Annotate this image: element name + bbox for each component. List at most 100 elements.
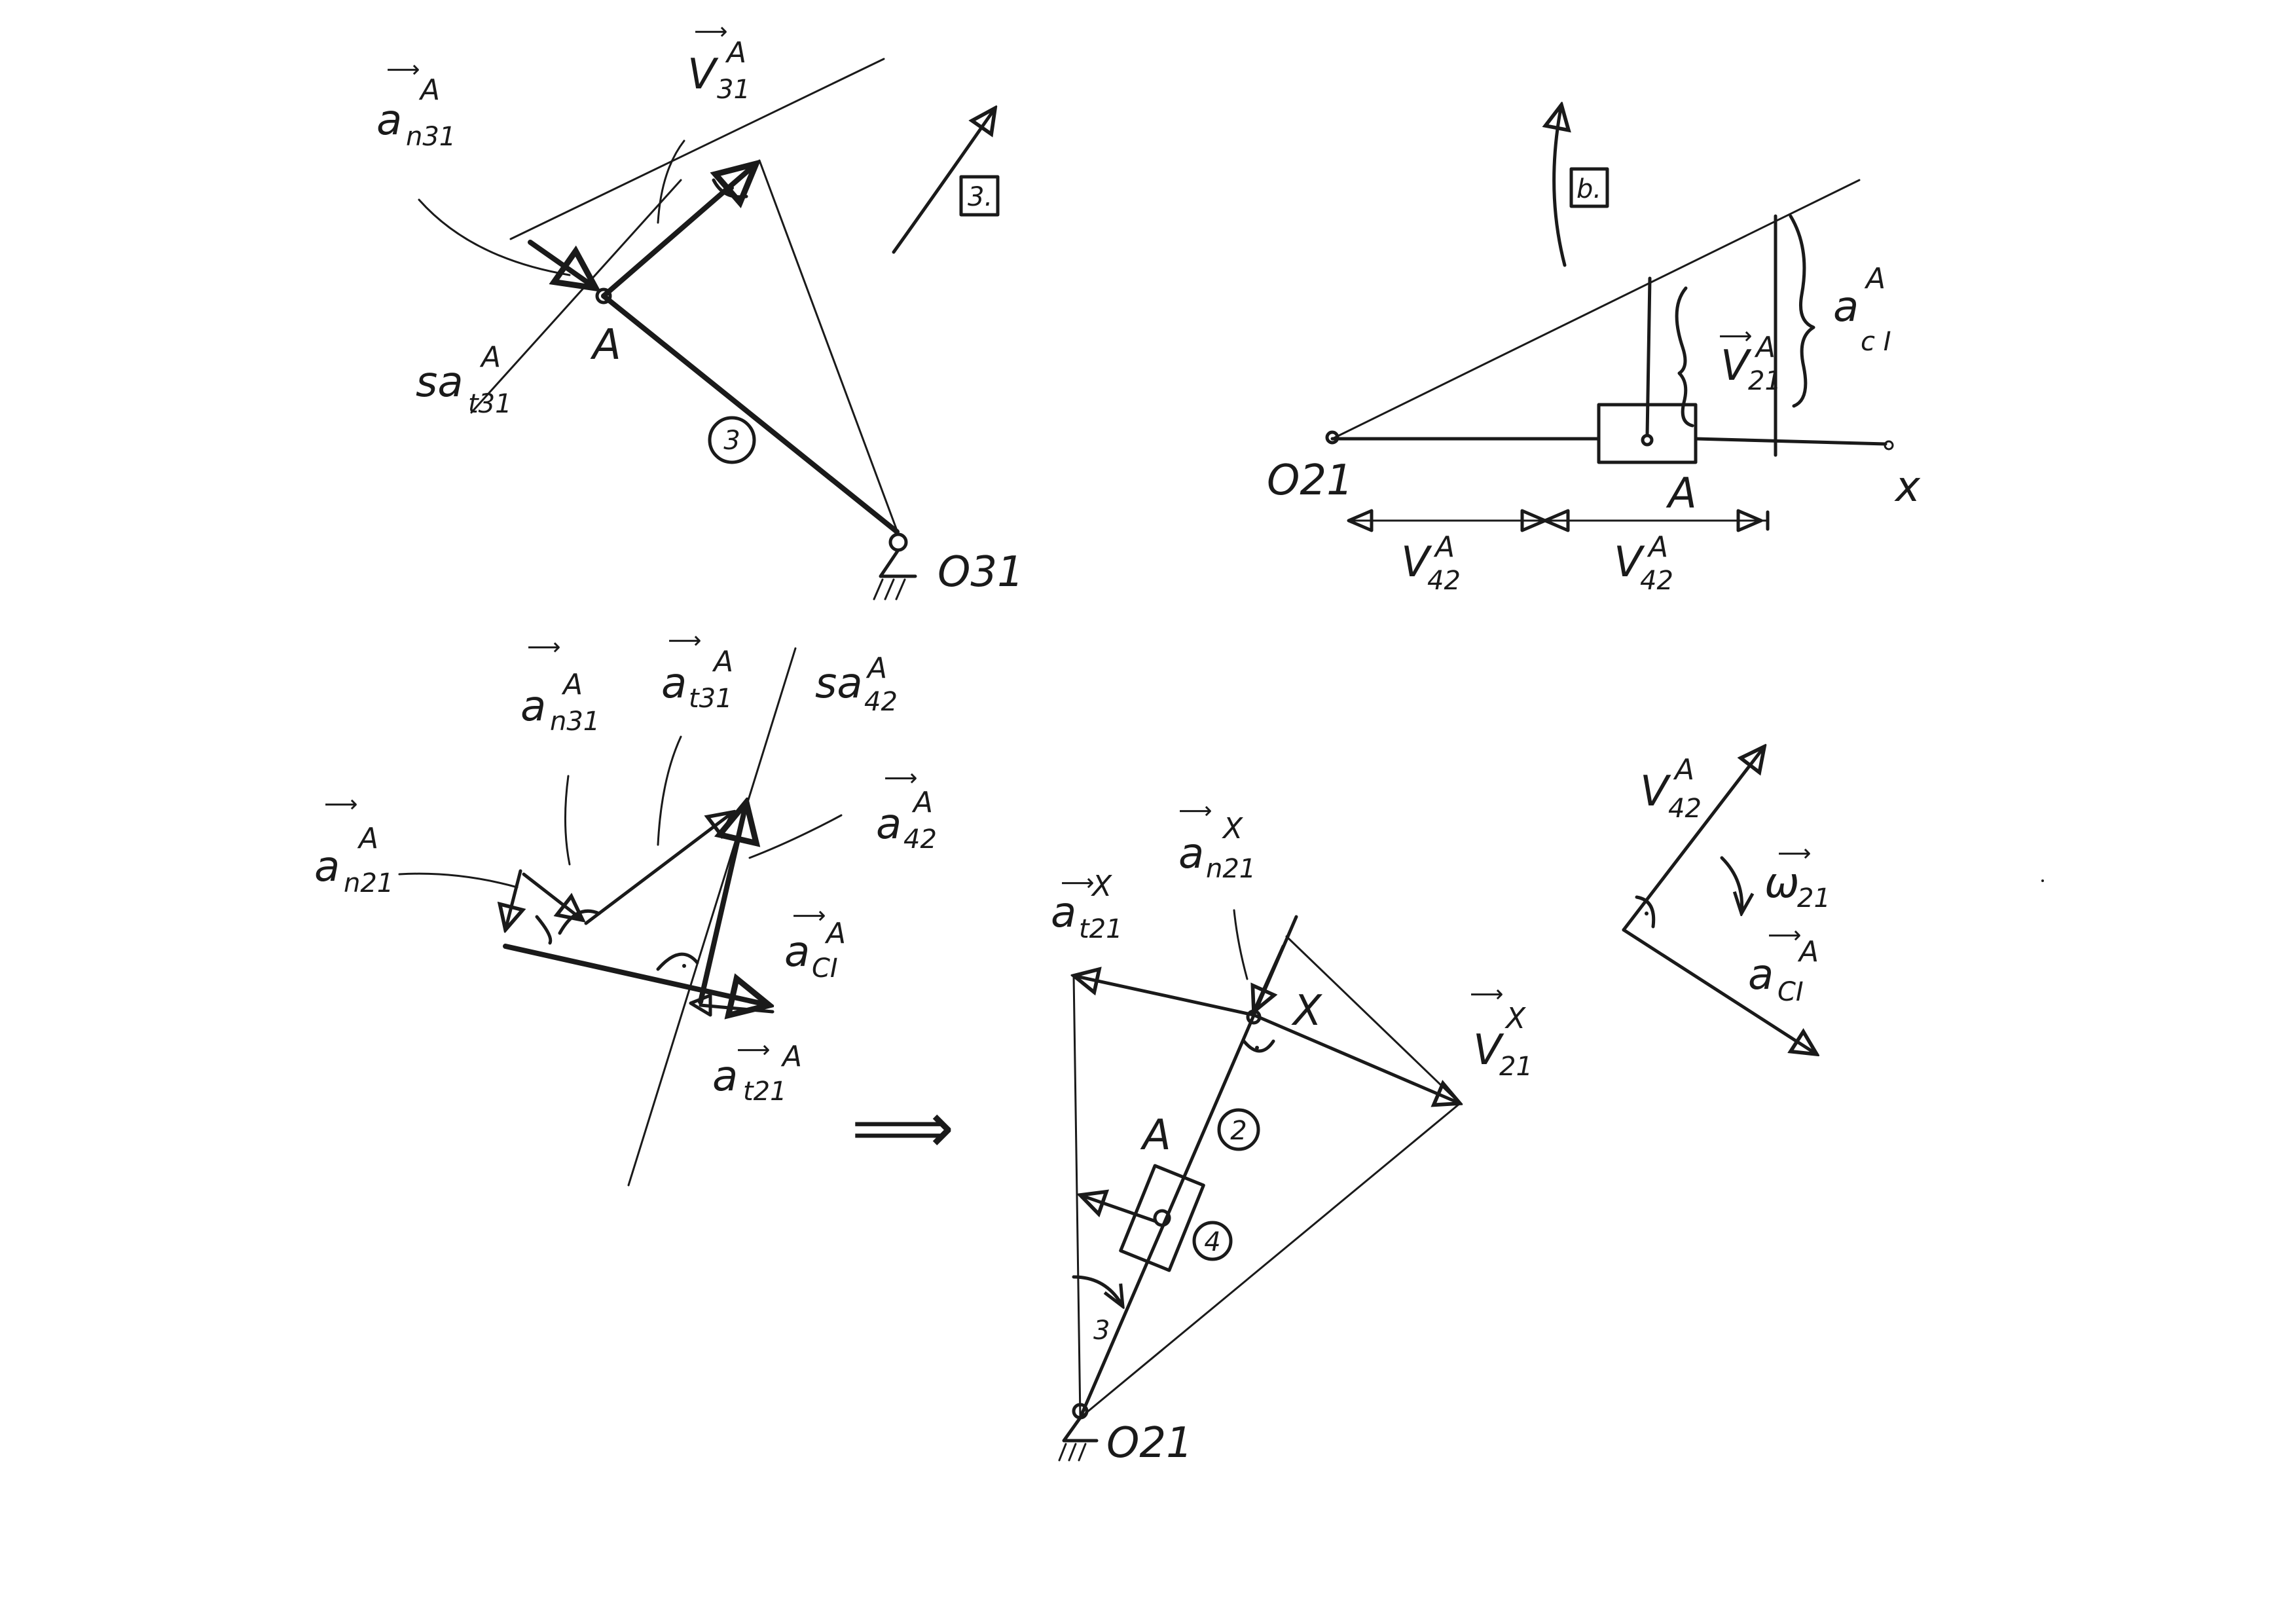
svg-text:⟶: ⟶ [668,627,702,654]
link-number-label: 3 [723,426,740,456]
normal-acceleration-vector-n31 [528,240,596,288]
rotation-direction-arrow [892,108,995,254]
svg-text:⟶: ⟶ [1178,798,1212,824]
svg-text:A: A [1754,331,1776,364]
diagram-slider-velocity: b. O21 A x ⟶ V 21 A a c I A V 42 A V 42 … [1267,105,1921,596]
point-A-label: A [590,321,621,369]
label-v-31: ⟶ V 31 A [687,18,750,105]
vector-at31 [584,812,733,925]
right-angle-arc-3 [656,952,699,971]
right-angle-dot [730,186,734,190]
leader-at31 [657,735,682,846]
label-a-n31: ⟶ a n31 A [376,56,456,152]
omega-rotation-arrow [1720,856,1742,913]
velocity-tip-to-pivot-line [758,159,898,532]
slider-4-number: 4 [1204,1227,1220,1257]
leader-an21-X [1233,909,1248,980]
point-A-joint [595,287,612,304]
label-a-t21: ⟶ a t21 A [712,1037,802,1107]
svg-text:42: 42 [1640,566,1673,596]
slider-block-4 [1119,1164,1205,1272]
pivot-O31-hatch [873,578,906,600]
pivot-O21-hatch [1058,1443,1087,1462]
svg-text:a: a [314,843,340,891]
right-angle-arc-5 [1635,895,1656,929]
label-v-42-right: V 42 A [1614,530,1673,596]
svg-text:V: V [1401,538,1432,587]
point-A-label-4: A [1140,1111,1171,1160]
leader-a42 [748,814,843,859]
box-label-2: b. [1576,174,1601,204]
svg-text:42: 42 [864,687,898,717]
point-X-label: X [1291,987,1322,1035]
svg-text:V: V [687,50,719,99]
right-angle-dot-5 [1645,912,1649,915]
svg-text:a: a [784,928,810,976]
x-axis-label: x [1894,463,1921,511]
svg-text:⟶: ⟶ [1061,870,1095,896]
vector-at21-shaft [699,1003,774,1014]
svg-text:A: A [1673,753,1694,786]
body-3-label: 3 [1093,1316,1110,1346]
svg-text:a: a [1051,889,1076,937]
vector-aCI-2 [1622,928,1817,1054]
slider-vertical-line [1645,276,1652,437]
label-a-42: ⟶ a 42 A [876,765,937,855]
svg-text:31: 31 [717,75,750,105]
svg-text:A: A [357,822,378,855]
diagram-acceleration-polygon: ⟶ a n21 A ⟶ a n31 A ⟶ a t31 A sa 42 A ⟶ … [314,627,955,1187]
svg-text:X: X [1091,870,1112,903]
svg-text:t21: t21 [1079,914,1123,944]
vector-an21-X [1254,944,1285,1012]
svg-text:A: A [418,73,440,107]
label-v-42-left: V 42 A [1401,530,1461,596]
svg-text:t31: t31 [689,684,733,714]
implies-arrow: ⟹ [851,1086,955,1170]
top-edge-line [1285,935,1461,1105]
svg-text:V: V [1473,1026,1504,1075]
x-axis-right [1694,437,1887,446]
svg-text:⟶: ⟶ [694,18,728,45]
label-a-CI: ⟶ a CI A [784,902,846,984]
left-edge-line [1072,974,1082,1419]
svg-text:⟶: ⟶ [527,634,561,661]
vector-an31 [522,872,583,920]
vector-v42 [1622,747,1764,932]
right-edge-line [1079,1102,1461,1419]
svg-text:CI: CI [812,953,838,984]
box-label-frame-2 [1569,167,1609,208]
label-a-CI-5: ⟶ a CI A [1748,922,1819,1007]
x-axis-end [1884,440,1894,451]
link-2-number-circle [1217,1108,1260,1151]
svg-text:a: a [1748,951,1774,999]
pivot-O31-label: O31 [938,548,1024,597]
box-label-frame [959,175,1000,217]
svg-text:a: a [876,800,902,849]
label-a-t21-X: ⟶ a t21 X [1051,870,1123,944]
leader-an31-b [564,775,571,866]
right-angle-arc-X [1242,1039,1275,1053]
inclined-line [1331,179,1861,440]
svg-text:t31: t31 [468,389,512,419]
svg-text:n21: n21 [344,868,393,898]
label-a-t31: ⟶ a t31 A [661,627,733,714]
svg-text:⟶: ⟶ [386,56,420,83]
svg-text:CI: CI [1777,977,1804,1007]
svg-text:⟶: ⟶ [324,791,358,818]
translation-direction-arrow [1554,105,1565,267]
svg-text:a: a [520,682,546,731]
leader-an31 [418,198,571,276]
label-v-42-5: V 42 A [1640,753,1702,824]
svg-text:⟶: ⟶ [1470,981,1504,1008]
svg-text:A: A [479,341,501,374]
label-a-n21: ⟶ a n21 A [314,791,393,898]
tangent-line [509,58,885,240]
label-v-21: ⟶ V 21 A [1719,323,1781,396]
origin-O21 [1325,430,1339,445]
svg-text:a: a [1178,830,1204,878]
velocity-vector-v31 [601,164,756,299]
svg-text:⟶: ⟶ [1719,323,1753,350]
svg-text:⟶: ⟶ [737,1037,771,1063]
svg-text:A: A [866,652,887,685]
label-sa-t31: sa t31 A [416,341,512,419]
